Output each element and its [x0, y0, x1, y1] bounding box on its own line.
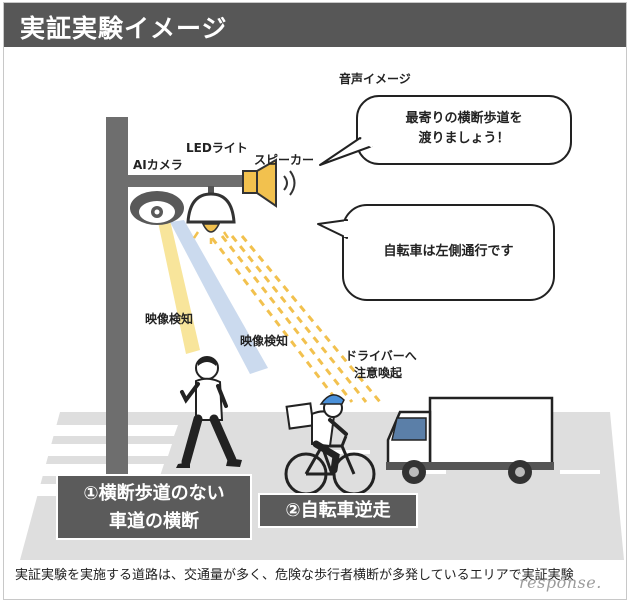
pedestrian-figure	[176, 356, 242, 468]
camera-beam-blue	[170, 220, 268, 374]
watermark-logo: response.	[519, 573, 602, 592]
camera-beam-yellow	[158, 220, 200, 354]
led-light-icon	[186, 186, 236, 244]
street-pole	[106, 117, 128, 502]
speech-bubble-top	[319, 95, 572, 166]
bubble-top-text: 最寄りの横断歩道を 渡りましょう！	[357, 109, 571, 149]
pole-arm	[128, 175, 246, 187]
scenario-two-box: ②自転車逆走	[258, 493, 418, 528]
driver-alert-label-line1: ドライバーへ	[345, 349, 417, 363]
video-detect-label-2: 映像検知	[240, 334, 289, 348]
caption-text: 実証実験を実施する道路は、交通量が多く、危険な歩行者横断が多発しているエリアで実…	[15, 568, 574, 583]
ai-camera-label: AIカメラ	[133, 158, 183, 172]
bubble-bottom-text: 自転車は左側通行です	[383, 244, 514, 259]
scenario-one-line1: ①横断歩道のない	[83, 483, 225, 504]
bubble-top-line1: 最寄りの横断歩道を	[405, 111, 523, 126]
speech-bubble-bottom	[317, 204, 555, 301]
speaker-label: スピーカー	[254, 153, 315, 167]
scenario-one-line2: 車道の横断	[109, 511, 199, 532]
ai-camera-icon	[130, 191, 184, 225]
led-rays	[210, 235, 382, 403]
page-title: 実証実験イメージ	[20, 14, 228, 43]
lane-markings	[330, 450, 600, 474]
speaker-icon	[242, 158, 296, 208]
video-detect-label-1: 映像検知	[145, 312, 194, 326]
driver-alert-label-line2: 注意喚起	[354, 366, 403, 380]
scenario-one-box: ①横断歩道のない 車道の横断	[56, 474, 252, 540]
bubble-top-line2: 渡りましょう！	[418, 131, 510, 146]
truck-icon	[386, 396, 554, 484]
voice-image-label: 音声イメージ	[339, 72, 411, 86]
led-light-label: LEDライト	[186, 141, 248, 155]
title-bar: 実証実験イメージ	[4, 3, 626, 47]
